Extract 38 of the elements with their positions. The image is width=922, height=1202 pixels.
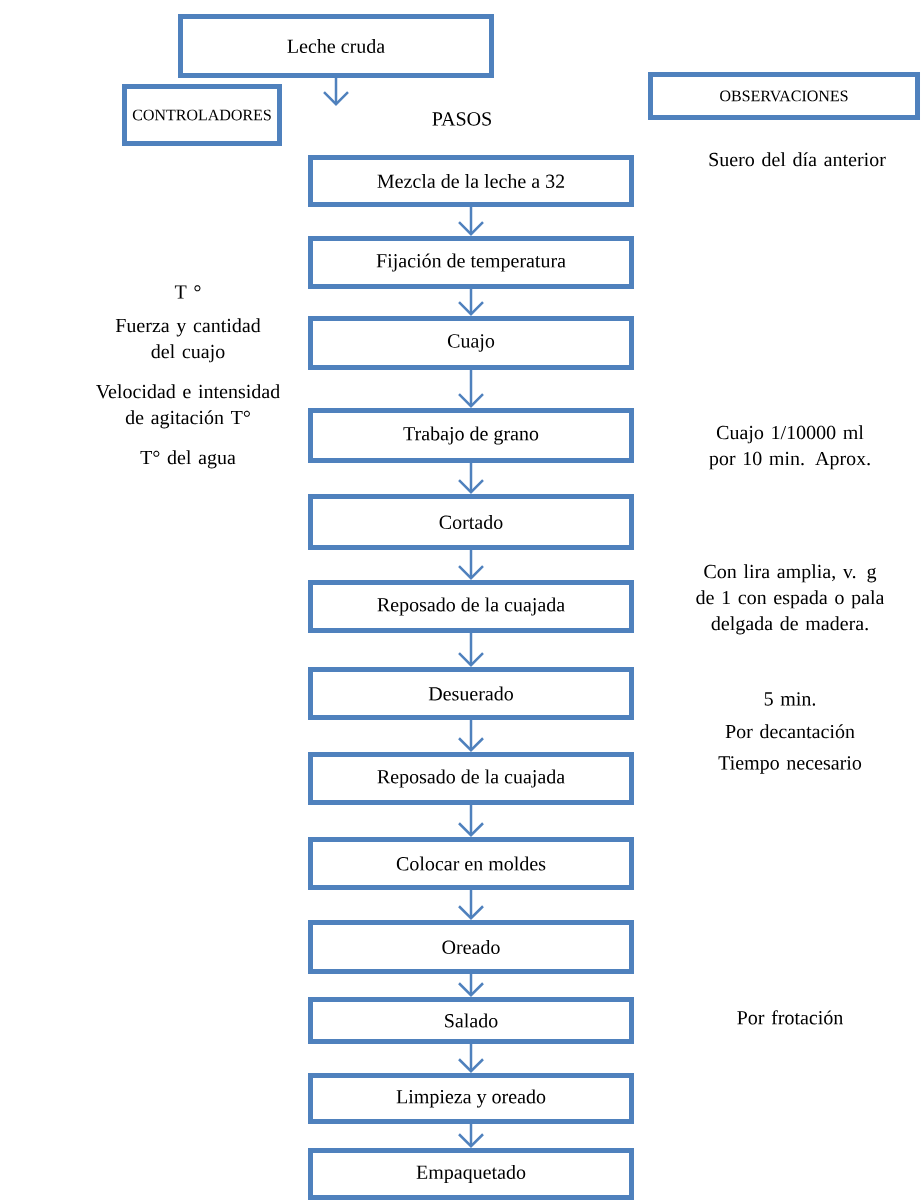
arrow bbox=[458, 463, 484, 494]
note-text: Velocidad e intensidad de agitación T° bbox=[96, 384, 280, 429]
note-text: T° del agua bbox=[140, 450, 236, 469]
arrow bbox=[323, 78, 349, 106]
arrow bbox=[458, 805, 484, 837]
arrow bbox=[458, 550, 484, 580]
note-text: Suero del día anterior bbox=[709, 152, 886, 167]
process-box: Colocar en moldes bbox=[308, 837, 634, 890]
note-text: Por frotación bbox=[737, 1010, 843, 1025]
heading: PASOS bbox=[432, 112, 491, 126]
process-box: Oreado bbox=[308, 920, 634, 974]
note-text: Tiempo necesario bbox=[718, 756, 862, 774]
arrow bbox=[458, 633, 484, 667]
process-box: Limpieza y oreado bbox=[308, 1073, 634, 1124]
process-box: Reposado de la cuajada bbox=[308, 580, 634, 633]
arrow bbox=[458, 720, 484, 752]
title-box: CONTROLADORES bbox=[122, 84, 282, 146]
note-text: 5 min. bbox=[764, 692, 816, 706]
process-box: Mezcla de la leche a 32 bbox=[308, 155, 634, 207]
note-text: T ° bbox=[174, 285, 201, 299]
process-box: Cortado bbox=[308, 494, 634, 550]
arrow bbox=[458, 207, 484, 236]
process-box: Fijación de temperatura bbox=[308, 236, 634, 289]
title-box: OBSERVACIONES bbox=[648, 72, 920, 120]
arrow bbox=[458, 370, 484, 408]
note-text: Con lira amplia, v. g de 1 con espada o pala delgada de madera. bbox=[696, 564, 885, 635]
process-box: Reposado de la cuajada bbox=[308, 752, 634, 805]
process-box: Salado bbox=[308, 997, 634, 1044]
start-box: Leche cruda bbox=[178, 14, 494, 78]
arrow bbox=[458, 1044, 484, 1073]
note-text: Fuerza y cantidad del cuajo bbox=[115, 318, 261, 363]
process-box: Cuajo bbox=[308, 316, 634, 370]
note-text: Por decantación bbox=[725, 724, 855, 739]
process-box: Empaquetado bbox=[308, 1148, 634, 1200]
arrow bbox=[458, 890, 484, 920]
process-box: Trabajo de grano bbox=[308, 408, 634, 463]
note-text: Cuajo 1/10000 ml por 10 min. Aprox. bbox=[709, 425, 870, 470]
process-box: Desuerado bbox=[308, 667, 634, 720]
